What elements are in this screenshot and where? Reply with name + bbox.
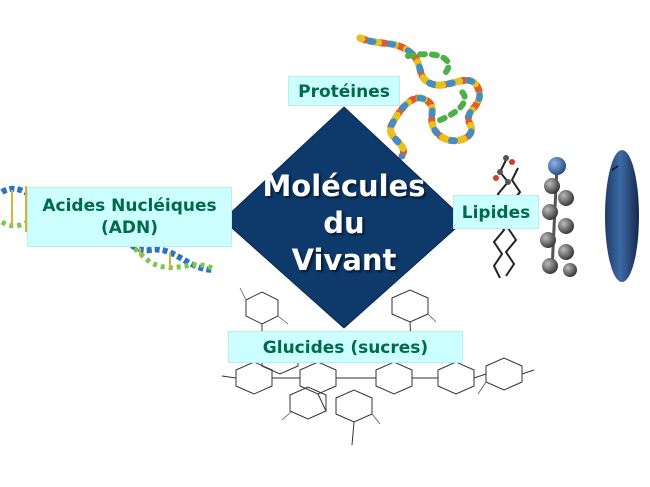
label-lipids: Lipides — [453, 195, 539, 229]
label-nucleic-line1: Acides Nucléiques — [42, 196, 217, 216]
central-title-line2: du — [323, 206, 365, 240]
central-diamond — [222, 106, 466, 329]
lipid-capsule-model — [605, 150, 639, 282]
fatty-acid-ball-model — [540, 157, 577, 277]
label-nucleic-line2: (ADN) — [100, 218, 159, 238]
label-proteins: Protéines — [288, 76, 400, 106]
central-title-line1: Molécules — [262, 169, 426, 203]
label-glucides: Glucides (sucres) — [228, 331, 463, 363]
label-nucleic-acids: Acides Nucléiques (ADN) — [27, 187, 232, 247]
central-title: Molécules du Vivant — [258, 168, 430, 279]
glucide-structure-image — [221, 287, 535, 446]
central-title-line3: Vivant — [291, 243, 397, 277]
protein-ribbon-image — [356, 34, 484, 160]
